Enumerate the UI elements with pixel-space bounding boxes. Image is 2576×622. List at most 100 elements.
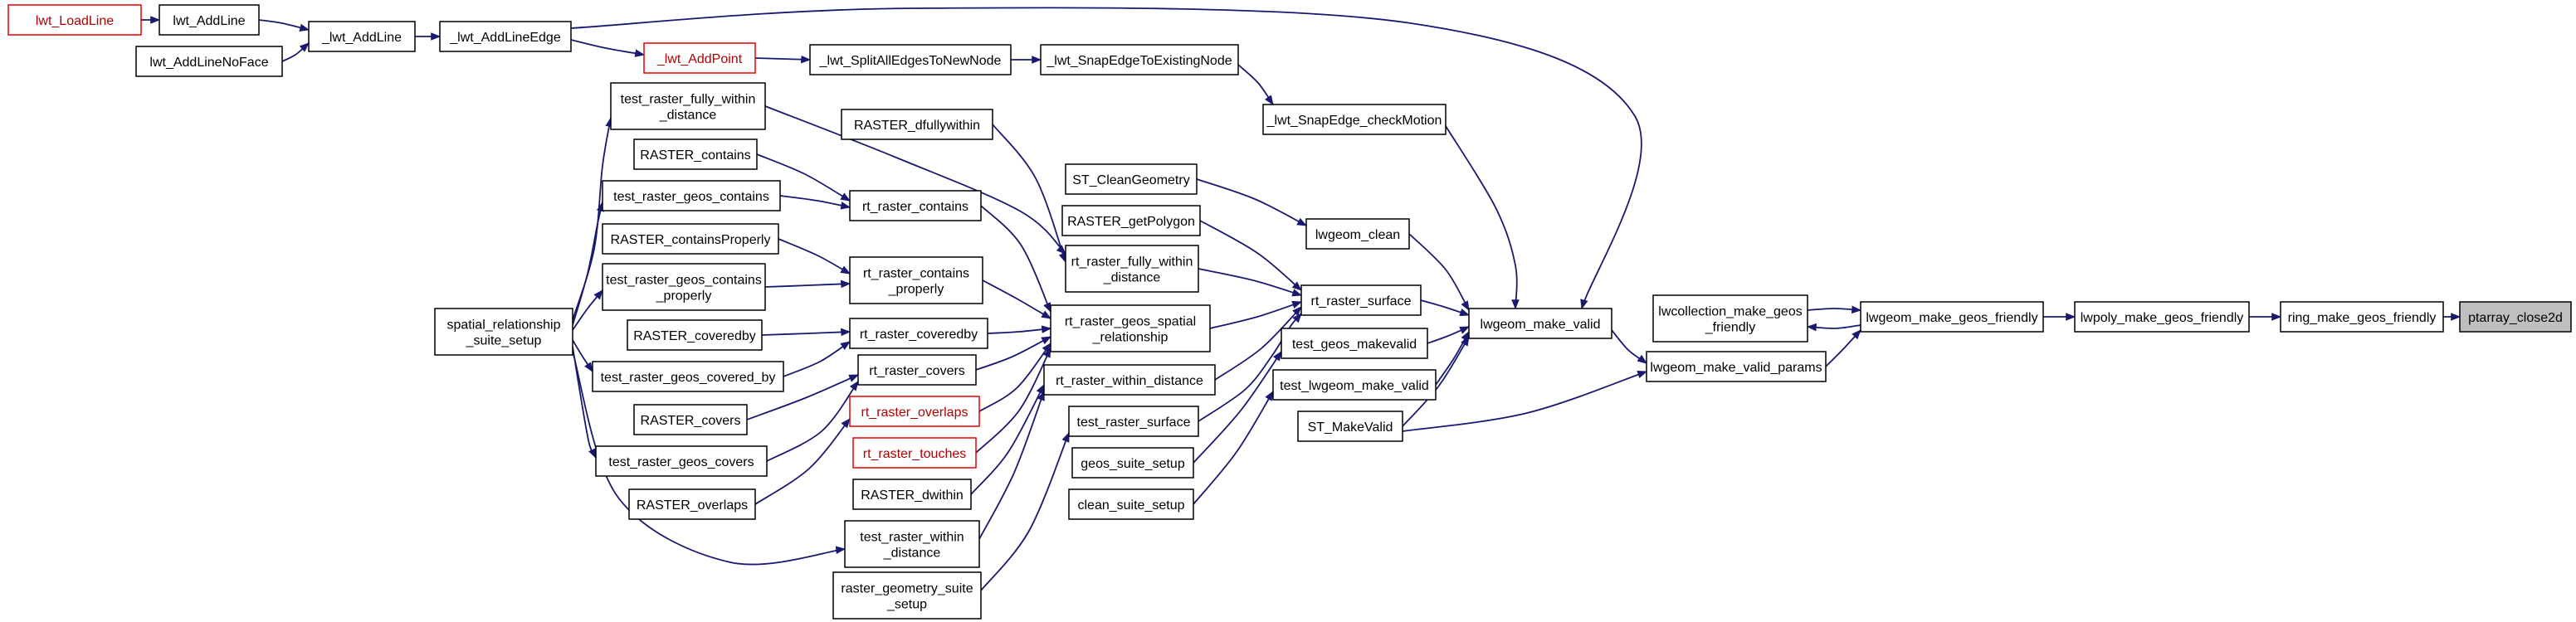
- graph-node-lwcollection_make_geos_friendly[interactable]: lwcollection_make_geos_friendly: [1652, 294, 1808, 343]
- graph-node-test_raster_geos_covered_by[interactable]: test_raster_geos_covered_by: [592, 361, 784, 392]
- graph-node-RASTER_covers[interactable]: RASTER_covers: [633, 404, 748, 435]
- node-label: RASTER_getPolygon: [1067, 215, 1195, 229]
- edge-clean_suite_setup-to-test_lwgeom_make_valid: [1193, 390, 1274, 505]
- edge-rt_raster_geos_spatial_relationship-to-rt_raster_surface: [1209, 300, 1303, 329]
- node-label: test_raster_fully_within_distance: [621, 93, 756, 123]
- graph-node-rt_raster_coveredby[interactable]: rt_raster_coveredby: [849, 318, 988, 349]
- edge-raster_geometry_suite_setup-to-test_raster_surface: [980, 431, 1070, 591]
- edge-_lwt_SnapEdgeToExistingNode-to-_lwt_SnapEdge_checkMotion: [1237, 64, 1274, 105]
- graph-node-_lwt_AddLine[interactable]: _lwt_AddLine: [308, 21, 416, 52]
- edge-RASTER_dwithin-to-rt_raster_within_distance: [970, 383, 1045, 495]
- graph-node-lwt_AddLine[interactable]: lwt_AddLine: [159, 4, 260, 36]
- graph-node-rt_raster_overlaps[interactable]: rt_raster_overlaps: [849, 396, 980, 427]
- node-box: [308, 21, 416, 52]
- graph-node-_lwt_SplitAllEdgesToNewNode[interactable]: _lwt_SplitAllEdgesToNewNode: [809, 44, 1012, 75]
- node-label: rt_raster_overlaps: [861, 406, 968, 420]
- edge-test_lwgeom_make_valid-to-lwgeom_make_valid: [1435, 330, 1470, 386]
- graph-node-test_lwgeom_make_valid[interactable]: test_lwgeom_make_valid: [1272, 369, 1437, 401]
- graph-node-rt_raster_geos_spatial_relationship[interactable]: rt_raster_geos_spatial_relationship: [1050, 304, 1211, 352]
- graph-node-rt_raster_fully_within_distance[interactable]: rt_raster_fully_within_distance: [1065, 245, 1199, 293]
- graph-node-test_raster_surface[interactable]: test_raster_surface: [1068, 406, 1199, 437]
- node-label: ptarray_close2d: [2468, 311, 2563, 325]
- graph-node-raster_geometry_suite_setup[interactable]: raster_geometry_suite_setup: [832, 571, 982, 620]
- edge-test_raster_geos_contains-to-rt_raster_contains: [779, 195, 851, 210]
- node-label: test_raster_geos_covered_by: [601, 371, 776, 385]
- edge-test_raster_geos_covered_by-to-rt_raster_coveredby: [783, 341, 851, 377]
- graph-node-ST_CleanGeometry[interactable]: ST_CleanGeometry: [1065, 163, 1198, 195]
- node-box: [602, 263, 766, 311]
- graph-node-test_raster_geos_covers[interactable]: test_raster_geos_covers: [595, 445, 768, 477]
- edge-spatial_relationship_suite_setup-to-test_raster_geos_covered_by: [572, 339, 593, 372]
- edge-rt_raster_fully_within_distance-to-rt_raster_surface: [1198, 268, 1303, 297]
- edge-ST_MakeValid-to-lwgeom_make_valid_params: [1402, 371, 1648, 432]
- graph-node-lwgeom_clean[interactable]: lwgeom_clean: [1305, 218, 1410, 250]
- node-label: ST_MakeValid: [1308, 420, 1393, 435]
- edge-RASTER_covers-to-rt_raster_covers: [746, 374, 860, 420]
- node-label: _lwt_SnapEdgeToExistingNode: [1046, 54, 1232, 68]
- edge-lwgeom_clean-to-lwgeom_make_valid: [1408, 233, 1470, 312]
- graph-node-rt_raster_contains_properly[interactable]: rt_raster_contains_properly: [849, 256, 983, 304]
- edge-ST_MakeValid-to-lwgeom_make_valid: [1402, 335, 1470, 427]
- node-label: test_raster_surface: [1077, 415, 1191, 430]
- node-box: [844, 520, 980, 568]
- edge-rt_raster_contains_properly-to-rt_raster_geos_spatial_relationship: [982, 279, 1052, 319]
- edge-test_raster_geos_contains_properly-to-rt_raster_contains_properly: [764, 279, 851, 289]
- node-box: [1297, 411, 1403, 442]
- graph-node-rt_raster_touches[interactable]: rt_raster_touches: [852, 437, 977, 469]
- graph-node-test_geos_makevalid[interactable]: test_geos_makevalid: [1281, 328, 1428, 359]
- graph-node-lwt_LoadLine[interactable]: lwt_LoadLine: [7, 4, 142, 36]
- graph-node-rt_raster_covers[interactable]: rt_raster_covers: [857, 354, 977, 386]
- node-box: [7, 4, 142, 36]
- graph-node-RASTER_containsProperly[interactable]: RASTER_containsProperly: [602, 223, 779, 255]
- graph-node-ST_MakeValid[interactable]: ST_MakeValid: [1297, 411, 1403, 442]
- graph-node-RASTER_overlaps[interactable]: RASTER_overlaps: [628, 488, 756, 520]
- graph-node-lwgeom_make_geos_friendly[interactable]: lwgeom_make_geos_friendly: [1860, 301, 2044, 333]
- edge-_lwt_AddPoint-to-_lwt_SplitAllEdgesToNewNode: [754, 55, 812, 64]
- graph-node-ring_make_geos_friendly[interactable]: ring_make_geos_friendly: [2280, 301, 2444, 333]
- node-box: [2280, 301, 2444, 333]
- node-label: lwgeom_make_valid_params: [1650, 361, 1822, 375]
- graph-node-test_raster_geos_contains_properly[interactable]: test_raster_geos_contains_properly: [602, 263, 766, 311]
- node-box: [592, 361, 784, 392]
- graph-node-_lwt_SnapEdge_checkMotion[interactable]: _lwt_SnapEdge_checkMotion: [1262, 104, 1447, 135]
- node-box: [809, 44, 1012, 75]
- node-label: _lwt_AddLine: [321, 31, 402, 45]
- node-box: [610, 82, 766, 130]
- node-box: [832, 571, 982, 620]
- node-box: [852, 479, 972, 510]
- edge-test_raster_surface-to-rt_raster_surface: [1198, 313, 1302, 422]
- edge-rt_raster_surface-to-lwgeom_make_valid: [1420, 299, 1471, 317]
- graph-node-test_raster_fully_within_distance[interactable]: test_raster_fully_within_distance: [610, 82, 766, 130]
- graph-node-_lwt_SnapEdgeToExistingNode[interactable]: _lwt_SnapEdgeToExistingNode: [1040, 44, 1239, 75]
- graph-node-spatial_relationship_suite_setup[interactable]: spatial_relationship_suite_setup: [434, 308, 573, 356]
- edge-geos_suite_setup-to-test_geos_makevalid: [1193, 351, 1282, 464]
- graph-node-RASTER_dfullywithin[interactable]: RASTER_dfullywithin: [841, 109, 993, 140]
- graph-node-lwt_AddLineNoFace[interactable]: lwt_AddLineNoFace: [135, 46, 283, 77]
- graph-node-RASTER_coveredby[interactable]: RASTER_coveredby: [627, 319, 763, 351]
- node-box: [434, 308, 573, 356]
- edge-rt_raster_contains-to-rt_raster_geos_spatial_relationship: [980, 205, 1051, 313]
- graph-node-RASTER_dwithin[interactable]: RASTER_dwithin: [852, 479, 972, 510]
- graph-node-rt_raster_contains[interactable]: rt_raster_contains: [849, 190, 982, 221]
- graph-node-lwgeom_make_valid[interactable]: lwgeom_make_valid: [1468, 308, 1612, 339]
- graph-node-test_raster_geos_contains[interactable]: test_raster_geos_contains: [602, 180, 781, 211]
- node-box: [1065, 163, 1198, 195]
- graph-node-_lwt_AddLineEdge[interactable]: _lwt_AddLineEdge: [439, 21, 572, 52]
- node-box: [439, 21, 572, 52]
- graph-node-RASTER_contains[interactable]: RASTER_contains: [633, 138, 758, 170]
- graph-node-RASTER_getPolygon[interactable]: RASTER_getPolygon: [1061, 205, 1201, 236]
- graph-node-test_raster_within_distance[interactable]: test_raster_within_distance: [844, 520, 980, 568]
- graph-node-_lwt_AddPoint[interactable]: _lwt_AddPoint: [643, 42, 756, 74]
- graph-node-rt_raster_surface[interactable]: rt_raster_surface: [1300, 284, 1422, 316]
- node-box: [1061, 205, 1201, 236]
- graph-node-rt_raster_within_distance[interactable]: rt_raster_within_distance: [1043, 364, 1216, 396]
- node-box: [2459, 301, 2572, 333]
- graph-node-clean_suite_setup[interactable]: clean_suite_setup: [1068, 488, 1194, 520]
- edge-_lwt_AddLineEdge-to-_lwt_AddPoint: [570, 39, 646, 57]
- graph-node-lwgeom_make_valid_params[interactable]: lwgeom_make_valid_params: [1646, 351, 1827, 382]
- node-box: [602, 223, 779, 255]
- node-label: ring_make_geos_friendly: [2288, 311, 2437, 325]
- graph-node-lwpoly_make_geos_friendly[interactable]: lwpoly_make_geos_friendly: [2074, 301, 2250, 333]
- graph-node-geos_suite_setup[interactable]: geos_suite_setup: [1071, 447, 1194, 479]
